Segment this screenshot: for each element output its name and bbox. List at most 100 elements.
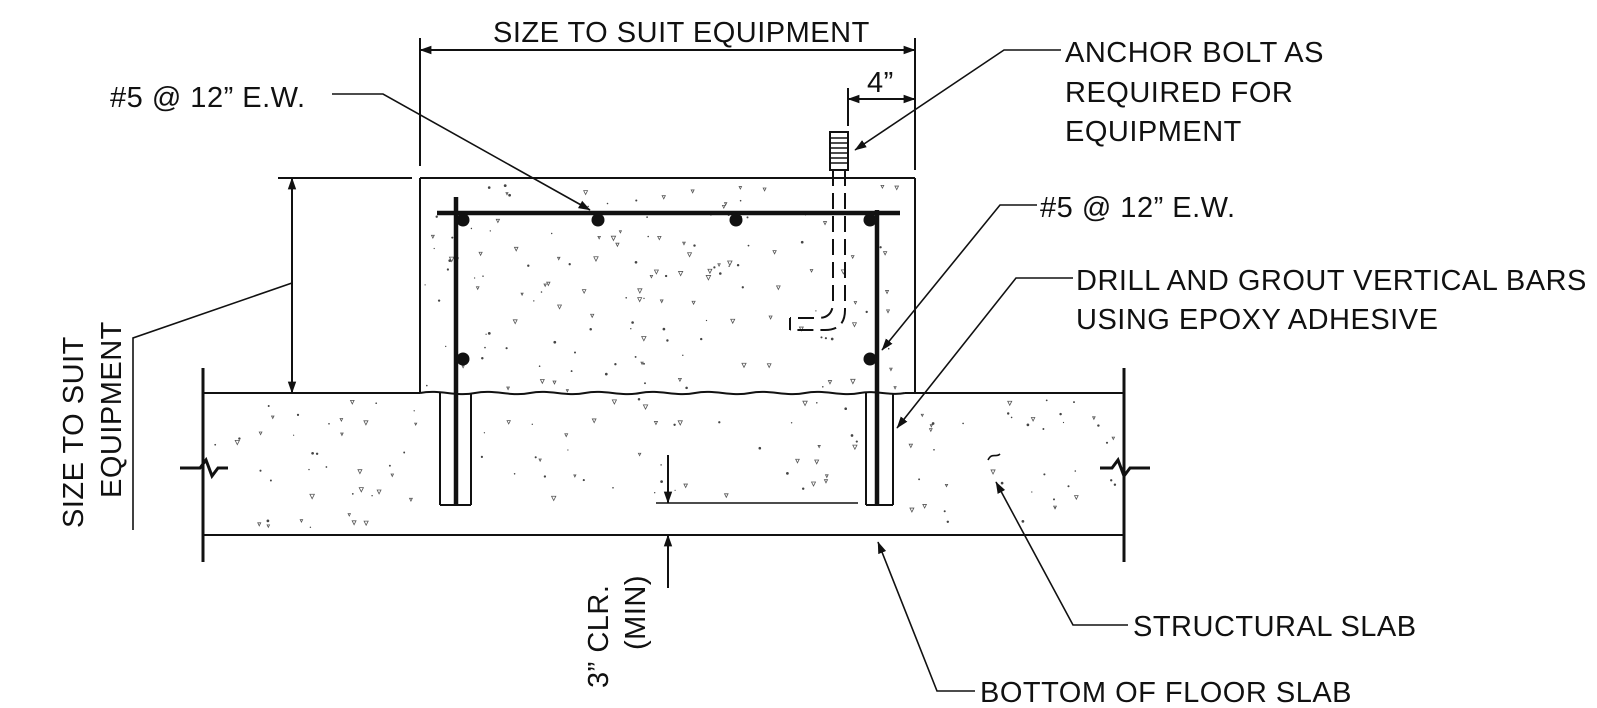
aggregate-dot <box>470 227 473 230</box>
aggregate-mark <box>705 275 712 281</box>
aggregate-mark <box>448 256 455 263</box>
aggregate-mark <box>339 418 344 422</box>
aggregate-mark <box>564 433 569 438</box>
aggregate-mark <box>677 377 683 383</box>
aggregate-dot <box>822 386 824 388</box>
aggregate-mark <box>823 479 829 484</box>
aggregate-dot <box>1110 479 1113 482</box>
aggregate-dot <box>371 494 373 497</box>
aggregate-mark <box>1052 505 1058 510</box>
aggregate-dot <box>654 492 656 494</box>
aggregate-mark <box>928 428 933 433</box>
rebar-dot <box>863 352 877 366</box>
aggregate-dot <box>375 402 378 405</box>
aggregate-mark <box>573 474 577 478</box>
aggregate-dot <box>533 300 535 302</box>
aggregate-dot <box>933 448 935 451</box>
slab-tilde-mark <box>987 453 1001 461</box>
aggregate-dot <box>673 423 676 426</box>
aggregate-dot <box>786 472 789 475</box>
aggregate-mark <box>637 288 643 294</box>
aggregate-dot <box>1000 481 1004 485</box>
top-dimension-label: SIZE TO SUIT EQUIPMENT <box>493 17 870 49</box>
aggregate-mark <box>546 281 551 287</box>
concrete-texture <box>214 184 1117 529</box>
aggregate-dot <box>741 286 744 289</box>
aggregate-dot <box>666 339 669 342</box>
aggregate-mark <box>506 420 511 425</box>
aggregate-dot <box>540 291 543 293</box>
aggregate-mark <box>686 252 693 258</box>
aggregate-dot <box>214 443 217 446</box>
aggregate-mark <box>661 195 666 200</box>
aggregate-mark <box>520 292 524 297</box>
aggregate-mark <box>589 313 595 319</box>
aggregate-mark <box>550 495 557 502</box>
aggregate-mark <box>775 285 781 291</box>
aggregate-dot <box>534 456 537 459</box>
aggregate-mark <box>822 221 828 226</box>
equipment-pad <box>419 177 916 393</box>
aggregate-dot <box>570 370 573 373</box>
aggregate-dot <box>943 510 946 513</box>
aggregate-dot <box>435 215 438 218</box>
aggregate-dot <box>531 423 533 425</box>
aggregate-mark <box>615 242 620 248</box>
aggregate-mark <box>581 289 587 295</box>
aggregate-mark <box>798 326 804 332</box>
aggregate-mark <box>363 420 369 426</box>
aggregate-mark <box>691 300 696 306</box>
aggregate-mark <box>730 318 736 325</box>
aggregate-mark <box>810 481 817 487</box>
aggregate-dot <box>1059 412 1062 416</box>
aggregate-dot <box>266 519 270 523</box>
aggregate-dot <box>682 354 684 357</box>
aggregate-dot <box>612 486 614 489</box>
aggregate-dot <box>309 526 312 528</box>
aggregate-mark <box>677 271 684 277</box>
aggregate-dot <box>662 327 666 331</box>
aggregate-dot <box>351 493 354 495</box>
aggregate-mark <box>817 445 821 449</box>
aggregate-mark <box>920 413 925 418</box>
aggregate-mark <box>512 319 518 325</box>
aggregate-dot <box>293 434 295 436</box>
aggregate-dot <box>824 337 827 340</box>
aggregate-dot <box>543 475 547 478</box>
aggregate-dot <box>865 310 868 314</box>
anchor-bolt-leader <box>854 49 1061 151</box>
clearance-label-line1: 3” CLR. <box>583 585 615 688</box>
aggregate-dot <box>820 336 823 339</box>
aggregate-dot <box>739 199 742 202</box>
aggregate-mark <box>538 458 542 463</box>
aggregate-mark <box>850 255 855 260</box>
aggregate-mark <box>591 418 597 424</box>
aggregate-dot <box>758 446 762 450</box>
aggregate-mark <box>659 299 664 304</box>
pad-height-dimension <box>132 177 412 530</box>
aggregate-mark <box>505 192 509 196</box>
aggregate-dot <box>433 247 435 250</box>
grout-hole-left <box>439 393 472 506</box>
aggregate-mark <box>556 256 561 261</box>
aggregate-mark <box>738 186 743 190</box>
aggregate-mark <box>1030 417 1036 422</box>
aggregate-mark <box>852 444 858 451</box>
aggregate-mark <box>677 420 683 426</box>
anchor-callout-line2: REQUIRED FOR <box>1065 77 1293 109</box>
aggregate-mark <box>909 507 915 513</box>
aggregate-dot <box>267 405 270 407</box>
aggregate-dot <box>637 397 641 401</box>
aggregate-dot <box>325 466 328 468</box>
aggregate-mark <box>762 187 767 192</box>
aggregate-mark <box>309 493 316 500</box>
aggregate-mark <box>682 241 686 246</box>
aggregate-dot <box>485 333 487 335</box>
aggregate-dot <box>568 263 571 266</box>
aggregate-dot <box>643 297 645 300</box>
side-dimension-label-line2: EQUIPMENT <box>96 321 128 498</box>
aggregate-dot <box>508 193 511 197</box>
aggregate-mark <box>683 483 689 489</box>
aggregate-dot <box>693 244 696 247</box>
aggregate-dot <box>1021 520 1025 523</box>
